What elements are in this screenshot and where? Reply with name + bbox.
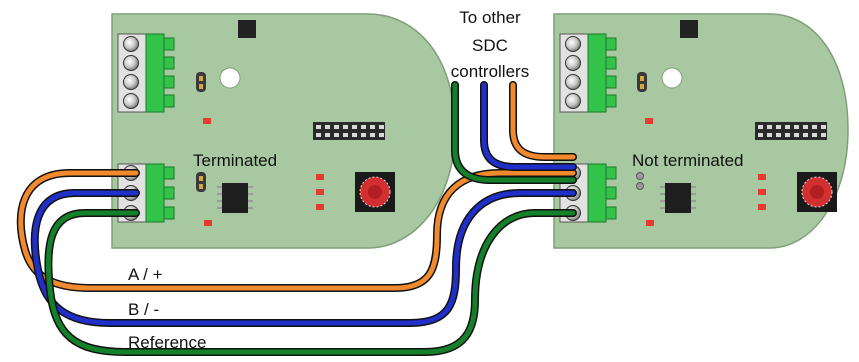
right-top-chip-icon [680, 20, 698, 38]
left-termination-jumper-icon [196, 172, 206, 192]
wire-b-minus [30, 189, 577, 327]
left-mounting-hole [219, 67, 241, 89]
right-mounting-hole [661, 67, 683, 89]
right-ic-chip-icon [660, 183, 696, 213]
wire-a-label: A / + [128, 265, 163, 284]
left-controller-board [111, 13, 456, 249]
note-line-2: SDC [472, 36, 508, 55]
left-led-icon [203, 118, 211, 124]
left-pin-header-icon [313, 122, 385, 140]
wire-reference-label: Reference [128, 333, 207, 352]
left-rotary-switch-icon [355, 172, 395, 212]
right-top-terminal-block [559, 33, 617, 113]
left-ic-chip-icon [217, 183, 253, 213]
left-top-chip-icon [238, 20, 256, 38]
note-line-1: To other [459, 8, 521, 27]
note-line-3: controllers [450, 62, 530, 81]
wire-b-label: B / - [128, 300, 160, 319]
right-open-jumper-icon [636, 172, 644, 190]
wire-a-plus [16, 169, 577, 292]
right-controller-board [553, 13, 849, 249]
right-rotary-switch-icon [797, 172, 837, 212]
right-pin-header-icon [755, 122, 827, 140]
left-top-jumper-icon [196, 72, 206, 92]
right-board-status-label: Not terminated [632, 151, 744, 170]
wires-to-other-controllers [451, 81, 577, 184]
wire-reference [44, 209, 577, 356]
left-board-status-label: Terminated [193, 151, 278, 170]
left-top-terminal-block [117, 33, 175, 113]
